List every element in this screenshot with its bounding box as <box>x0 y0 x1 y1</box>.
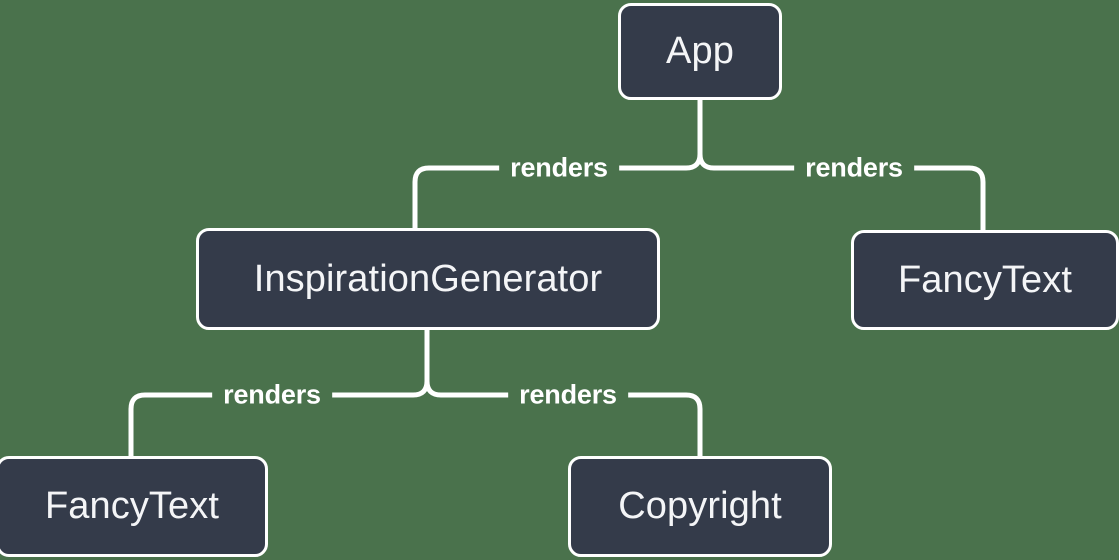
node-fancytext-bottom-label: FancyText <box>44 485 220 527</box>
node-inspiration-generator-label: InspirationGenerator <box>253 257 603 300</box>
node-fancytext-bottom[interactable]: FancyText <box>0 456 268 557</box>
edge-label-app-to-inspiration-generator: renders <box>499 152 619 183</box>
edge-label-app-to-fancytext-right: renders <box>794 152 914 183</box>
node-fancytext-right[interactable]: FancyText <box>851 230 1119 330</box>
node-app[interactable]: App <box>618 3 782 100</box>
edge-label-text: renders <box>519 379 617 410</box>
edge-label-inspiration-generator-to-copyright: renders <box>508 379 628 410</box>
node-fancytext-right-label: FancyText <box>897 258 1073 301</box>
node-app-label: App <box>666 30 734 72</box>
node-inspiration-generator[interactable]: InspirationGenerator <box>196 228 660 330</box>
edge-label-text: renders <box>510 152 608 183</box>
edge-label-inspiration-generator-to-fancytext-bottom: renders <box>212 379 332 410</box>
edge-label-text: renders <box>805 152 903 183</box>
node-copyright-label: Copyright <box>618 485 782 527</box>
node-copyright[interactable]: Copyright <box>568 456 832 557</box>
edge-label-text: renders <box>223 379 321 410</box>
